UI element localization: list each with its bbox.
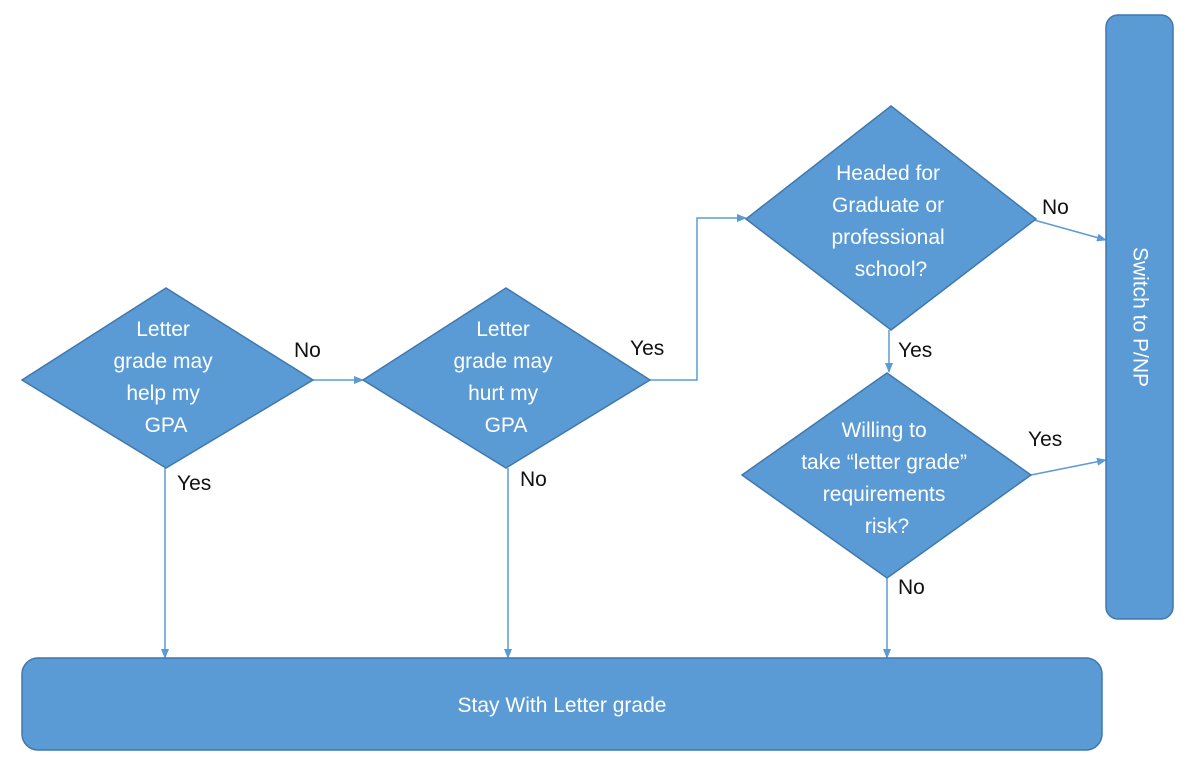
terminal-switch-shape bbox=[1105, 14, 1174, 620]
terminal-stay-shape bbox=[21, 657, 1103, 751]
label-grad-yes: Yes bbox=[898, 339, 932, 362]
label-hurt-no: No bbox=[520, 468, 547, 491]
terminal-switch-label: Switch to P/NP bbox=[1128, 247, 1151, 387]
label-risk-yes: Yes bbox=[1028, 428, 1062, 451]
decision-hurt-gpa-line-2: grade may bbox=[453, 350, 553, 373]
decision-risk-line-1: Willing to bbox=[841, 419, 926, 442]
decision-help-gpa-line-2: grade may bbox=[113, 350, 213, 373]
decision-help-gpa-line-4: GPA bbox=[145, 414, 188, 437]
edges bbox=[161, 214, 1107, 659]
decision-risk-shape bbox=[740, 372, 1033, 579]
edge-risk-yes bbox=[1030, 457, 1107, 476]
decision-hurt-gpa-line-1: Letter bbox=[476, 318, 530, 341]
decision-help-gpa-line-3: help my bbox=[126, 382, 200, 405]
terminal-stay-letter-grade: Stay With Letter grade bbox=[21, 657, 1103, 751]
label-help-no: No bbox=[294, 339, 321, 362]
edge-labels: No Yes Yes No No Yes Yes No bbox=[177, 196, 1069, 599]
terminal-switch-pnp: Switch to P/NP bbox=[1105, 14, 1174, 620]
label-help-yes: Yes bbox=[177, 472, 211, 495]
decision-grad-school-line-4: school? bbox=[855, 258, 927, 281]
terminal-stay-label: Stay With Letter grade bbox=[458, 694, 667, 717]
edge-grad-no bbox=[1033, 219, 1107, 242]
decision-help-gpa-shape bbox=[20, 287, 315, 469]
decision-hurt-gpa-text: Letter grade may hurt my GPA bbox=[453, 318, 558, 437]
decision-grad-school-shape bbox=[744, 105, 1038, 331]
decision-risk-line-4: risk? bbox=[865, 515, 909, 538]
decision-grad-school: Headed for Graduate or professional scho… bbox=[744, 105, 1038, 331]
decision-grad-school-line-2: Graduate or bbox=[832, 194, 944, 217]
decision-grad-school-text: Headed for Graduate or professional scho… bbox=[831, 162, 950, 281]
decision-risk-text: Willing to take “letter grade” requireme… bbox=[801, 419, 973, 538]
label-grad-no: No bbox=[1042, 196, 1069, 219]
decision-grad-school-line-1: Headed for bbox=[836, 162, 940, 185]
decision-risk-line-2: take “letter grade” bbox=[801, 451, 967, 474]
edge-hurt-yes bbox=[650, 214, 747, 381]
decision-grad-school-line-3: professional bbox=[831, 226, 944, 249]
decision-hurt-gpa-shape bbox=[361, 287, 652, 469]
decision-hurt-gpa-line-4: GPA bbox=[485, 414, 528, 437]
decision-risk: Willing to take “letter grade” requireme… bbox=[740, 372, 1033, 579]
decision-risk-line-3: requirements bbox=[823, 483, 946, 506]
decision-hurt-gpa-line-3: hurt my bbox=[468, 382, 539, 405]
decision-help-gpa: Letter grade may help my GPA bbox=[20, 287, 315, 469]
label-risk-no: No bbox=[898, 576, 925, 599]
decision-hurt-gpa: Letter grade may hurt my GPA bbox=[361, 287, 652, 469]
decision-help-gpa-text: Letter grade may help my GPA bbox=[113, 318, 218, 437]
decision-help-gpa-line-1: Letter bbox=[136, 318, 190, 341]
label-hurt-yes: Yes bbox=[630, 337, 664, 360]
